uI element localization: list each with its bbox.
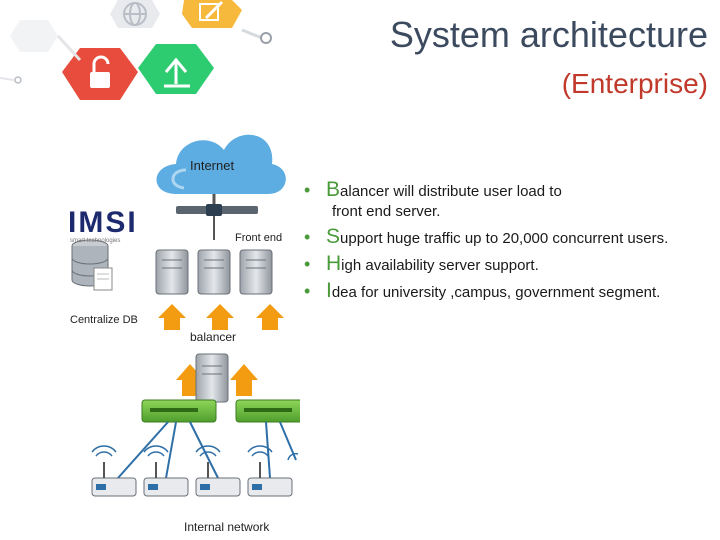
feature-item: • Idea for university ,campus, governmen… [304,279,714,303]
access-point-icon [195,445,241,497]
server-icon [155,249,189,295]
upload-icon [138,44,214,94]
imsi-logo-tagline: smart technologies [70,238,121,244]
globe-icon [110,0,160,28]
feature-text: igh availability server support. [341,257,539,274]
feature-text: alancer will distribute user load to [340,183,562,200]
decorative-icon-cluster [0,0,272,100]
switch-icon [141,399,217,423]
feature-list: • Balancer will distribute user load to … [304,178,714,308]
page-title: System architecture [389,14,708,55]
balancer-label: balancer [190,330,237,344]
imsi-logo: IMSI [68,206,138,239]
cloud-icon [156,134,286,194]
feature-text: dea for university ,campus, government s… [331,284,661,301]
edit-icon [182,0,242,28]
server-icon [239,249,273,295]
page-subtitle: (Enterprise) [561,68,708,99]
centralize-db-label: Centralize DB [70,314,138,326]
feature-initial: B [326,178,341,201]
network-diagram [71,134,300,497]
internal-network-label: Internal network [184,520,270,534]
feature-text: upport huge traffic up to 20,000 concurr… [340,230,669,247]
bullet-icon: • [304,180,311,200]
database-icon [71,239,113,291]
access-point-icon [91,445,137,497]
front-end-servers [155,249,273,295]
feature-initial: H [326,252,342,275]
front-end-label: Front end [235,232,283,244]
lock-icon [62,48,138,100]
feature-continuation: front end server. [332,203,441,220]
feature-item: • High availability server support. [304,252,714,276]
server-icon [197,249,231,295]
feature-item: • Support huge traffic up to 20,000 conc… [304,225,714,249]
feature-initial: I [326,279,332,302]
feature-item: • Balancer will distribute user load to … [304,178,714,222]
access-point-icon [143,445,189,497]
bullet-icon: • [304,227,311,247]
feature-initial: S [326,225,341,248]
bullet-icon: • [304,281,311,301]
balancer-server-icon [195,353,229,403]
bullet-icon: • [304,254,311,274]
switch-icon [235,399,300,423]
access-point-icon [287,452,299,461]
internet-label: Internet [190,158,235,173]
access-point-icon [247,445,293,497]
